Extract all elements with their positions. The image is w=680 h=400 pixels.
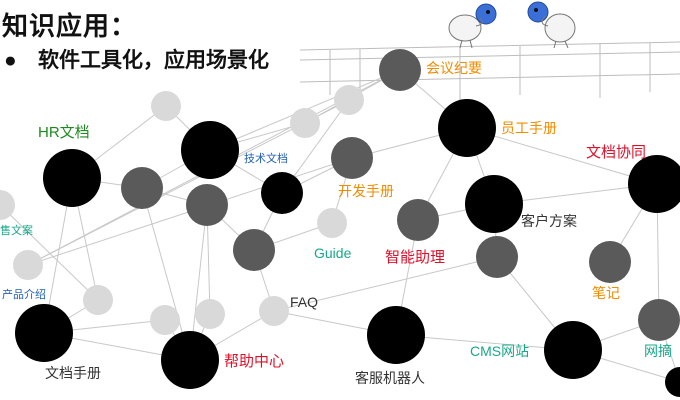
node-guide[interactable]: [317, 208, 347, 238]
label-hr: HR文档: [38, 124, 90, 141]
node-corner[interactable]: [665, 367, 680, 397]
edge-bot-cms: [395, 334, 574, 351]
node-mid3[interactable]: [261, 172, 303, 214]
node-digest[interactable]: [638, 299, 680, 341]
label-help: 帮助中心: [224, 353, 284, 370]
node-l5[interactable]: [13, 250, 43, 280]
bullet-dot: ●: [4, 49, 17, 72]
fence-top-rail: [299, 41, 680, 51]
bullet-line: ● 软件工具化，应用场景化: [4, 44, 269, 74]
node-hr[interactable]: [43, 149, 101, 207]
edge-help-mid1: [141, 187, 191, 361]
edge-right_mid-faq: [273, 256, 498, 312]
label-dev: 开发手册: [338, 183, 394, 199]
node-mid4[interactable]: [233, 229, 275, 271]
node-collab[interactable]: [628, 155, 680, 213]
parrot-left: [448, 3, 497, 49]
node-mid1[interactable]: [121, 167, 163, 209]
node-staff[interactable]: [438, 99, 496, 157]
node-meeting[interactable]: [379, 49, 421, 91]
node-dev[interactable]: [331, 137, 373, 179]
label-manual: 文档手册: [45, 365, 101, 381]
label-product: 产品介绍: [2, 287, 46, 301]
node-client[interactable]: [465, 175, 523, 233]
graph-nodes: [0, 49, 680, 397]
bullet-text: 软件工具化，应用场景化: [38, 49, 269, 72]
label-cms: CMS网站: [470, 343, 529, 359]
node-l7[interactable]: [195, 299, 225, 329]
label-digest: 网摘: [644, 343, 672, 359]
label-meeting: 会议纪要: [426, 60, 482, 76]
node-right_mid[interactable]: [476, 236, 518, 278]
node-l1[interactable]: [151, 91, 181, 121]
slide-title: 知识应用：: [2, 11, 138, 41]
label-guide: Guide: [314, 245, 352, 261]
label-tech: 技术文档: [244, 151, 288, 165]
node-notes[interactable]: [589, 241, 631, 283]
label-staff: 员工手册: [501, 120, 557, 136]
node-tech[interactable]: [181, 121, 239, 179]
node-l4[interactable]: [334, 85, 364, 115]
label-client: 客户方案: [521, 213, 577, 229]
node-cms[interactable]: [544, 321, 602, 379]
parrot-right: [527, 1, 576, 49]
label-notes: 笔记: [592, 285, 620, 301]
node-l2[interactable]: [290, 108, 320, 138]
node-assistant[interactable]: [397, 199, 439, 241]
node-l6[interactable]: [150, 305, 180, 335]
fence-mid-rail: [299, 51, 680, 61]
node-product[interactable]: [15, 304, 73, 362]
node-l3[interactable]: [83, 285, 113, 315]
label-faq: FAQ: [290, 294, 318, 310]
edge-staff-collab: [466, 127, 658, 185]
node-l8[interactable]: [0, 190, 15, 220]
label-assistant: 智能助理: [385, 248, 445, 266]
label-bot: 客服机器人: [355, 370, 425, 386]
node-mid2[interactable]: [186, 184, 228, 226]
node-help[interactable]: [161, 331, 219, 389]
label-collab: 文档协同: [586, 144, 646, 161]
label-sales: 售文案: [0, 223, 33, 237]
fence-low-rail: [299, 73, 680, 83]
edge-l3-l8: [0, 204, 99, 301]
node-bot[interactable]: [367, 306, 425, 364]
node-faq[interactable]: [259, 296, 289, 326]
